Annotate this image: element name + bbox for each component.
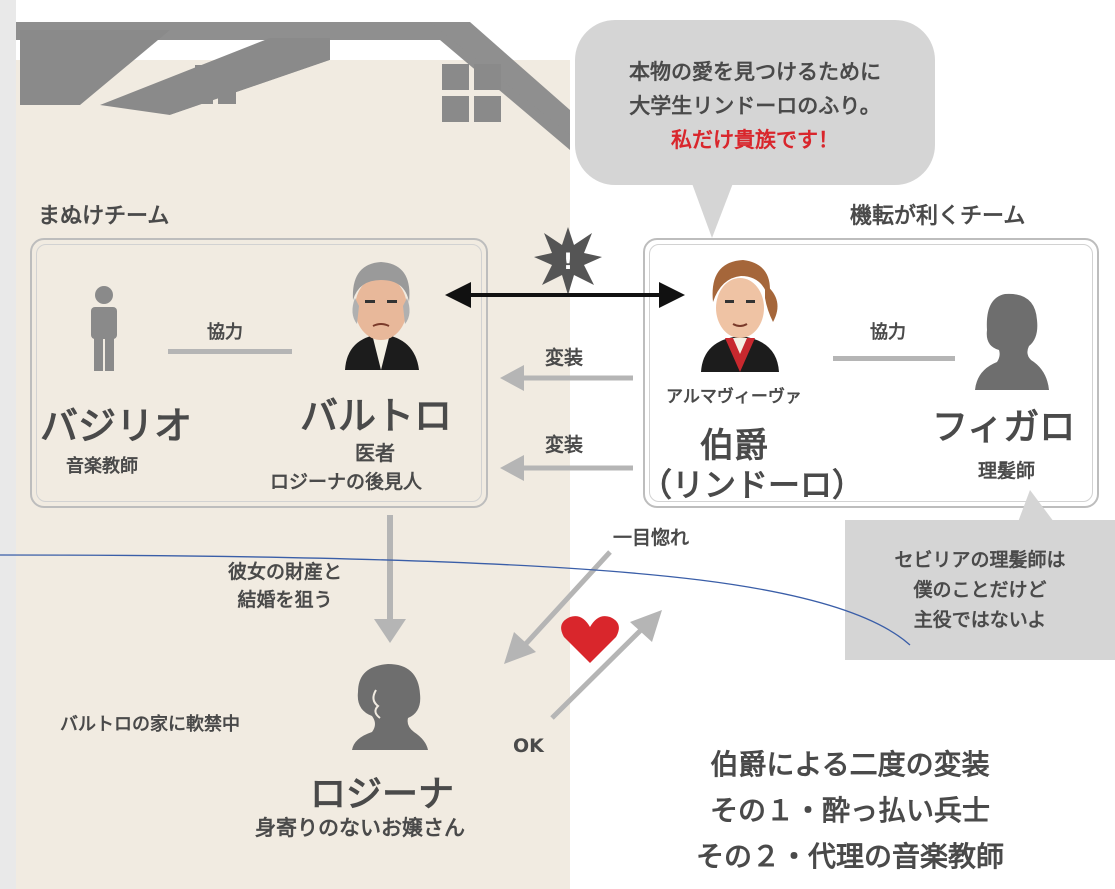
disguise-summary: 伯爵による二度の変装 その１・酔っ払い兵士 その２・代理の音楽教師 [660,742,1040,880]
bartolo-name: バルトロ [300,394,453,438]
person-icon [91,286,117,371]
figaro-speech-line: セビリアの理髪師は [894,549,1066,571]
rosina-silhouette-icon [352,664,428,750]
disguise-arrow [500,365,633,391]
target-label-line: 結婚を狙う [237,589,333,611]
summary-line: 伯爵による二度の変装 [710,748,990,781]
right-team-panel [643,238,1099,508]
count-small-name: アルマヴィーヴァ [666,387,802,407]
right-team-title: 機転が利くチーム [850,204,1026,229]
house-background [16,60,570,889]
figaro-speech-bubble [845,520,1115,660]
love-at-first-sight-label: 一目惚れ [613,527,690,549]
target-arrow [374,515,406,643]
speech-bubble-tail [690,178,735,238]
target-label-line: 彼女の財産と [227,561,342,583]
svg-text:!: ! [563,250,573,275]
rivalry-double-arrow [445,282,685,308]
pen-stroke [0,554,911,646]
count-portrait-icon [701,260,779,372]
speech-line-highlight: 私だけ貴族です！ [671,128,839,152]
disguise-label: 変装 [545,347,584,369]
figaro-speech-line: 主役ではないよ [913,609,1047,631]
figaro-name: フィガロ [932,407,1076,448]
basilio-name: バジリオ [40,404,193,448]
rosina-name: ロジーナ [310,774,455,815]
bartolo-portrait-icon [345,262,419,370]
window-icon [195,65,236,104]
cooperate-label-left: 協力 [207,322,243,343]
left-team-title: まぬけチーム [38,204,170,229]
bartolo-role: 医者 [355,441,395,465]
cooperate-line-left [168,349,292,354]
figaro-speech-line: 僕のことだけど [913,579,1047,601]
right-team-panel-inner [649,244,1093,502]
bartolo-role-guardian: ロジーナの後見人 [270,471,423,493]
page-left-border [0,0,16,889]
figaro-speech-text: セビリアの理髪師は 僕のことだけど 主役ではないよ [845,545,1115,635]
heart-icon [561,616,619,663]
basilio-role: 音楽教師 [66,456,138,477]
count-name: 伯爵 [700,426,768,466]
target-label: 彼女の財産と 結婚を狙う [200,558,370,614]
ok-label: OK [513,735,544,757]
count-speech-text: 本物の愛を見つけるために 大学生リンドーロのふり。 私だけ貴族です！ [575,55,935,157]
cooperate-label-right: 協力 [870,322,906,343]
figaro-silhouette-icon [975,293,1049,390]
rosina-confined-label: バルトロの家に軟禁中 [60,714,240,735]
left-team-panel [30,238,488,508]
rosina-description: 身寄りのないお嬢さん [255,816,465,840]
love-arrows [504,550,662,720]
speech-line: 本物の愛を見つけるために [629,60,881,84]
disguise-arrow [500,455,633,481]
conflict-burst-icon: ! [534,227,602,295]
count-alias: （リンドーロ） [640,466,865,504]
disguise-label: 変装 [545,434,584,456]
cooperate-line-right [833,356,955,361]
left-team-panel-inner [36,244,482,502]
window-icon [442,64,501,122]
summary-line: その１・酔っ払い兵士 [709,794,990,827]
speech-line: 大学生リンドーロのふり。 [629,94,881,118]
figaro-role: 理髪師 [978,460,1036,482]
count-speech-bubble [575,20,935,185]
summary-line: その２・代理の音楽教師 [695,840,1004,873]
